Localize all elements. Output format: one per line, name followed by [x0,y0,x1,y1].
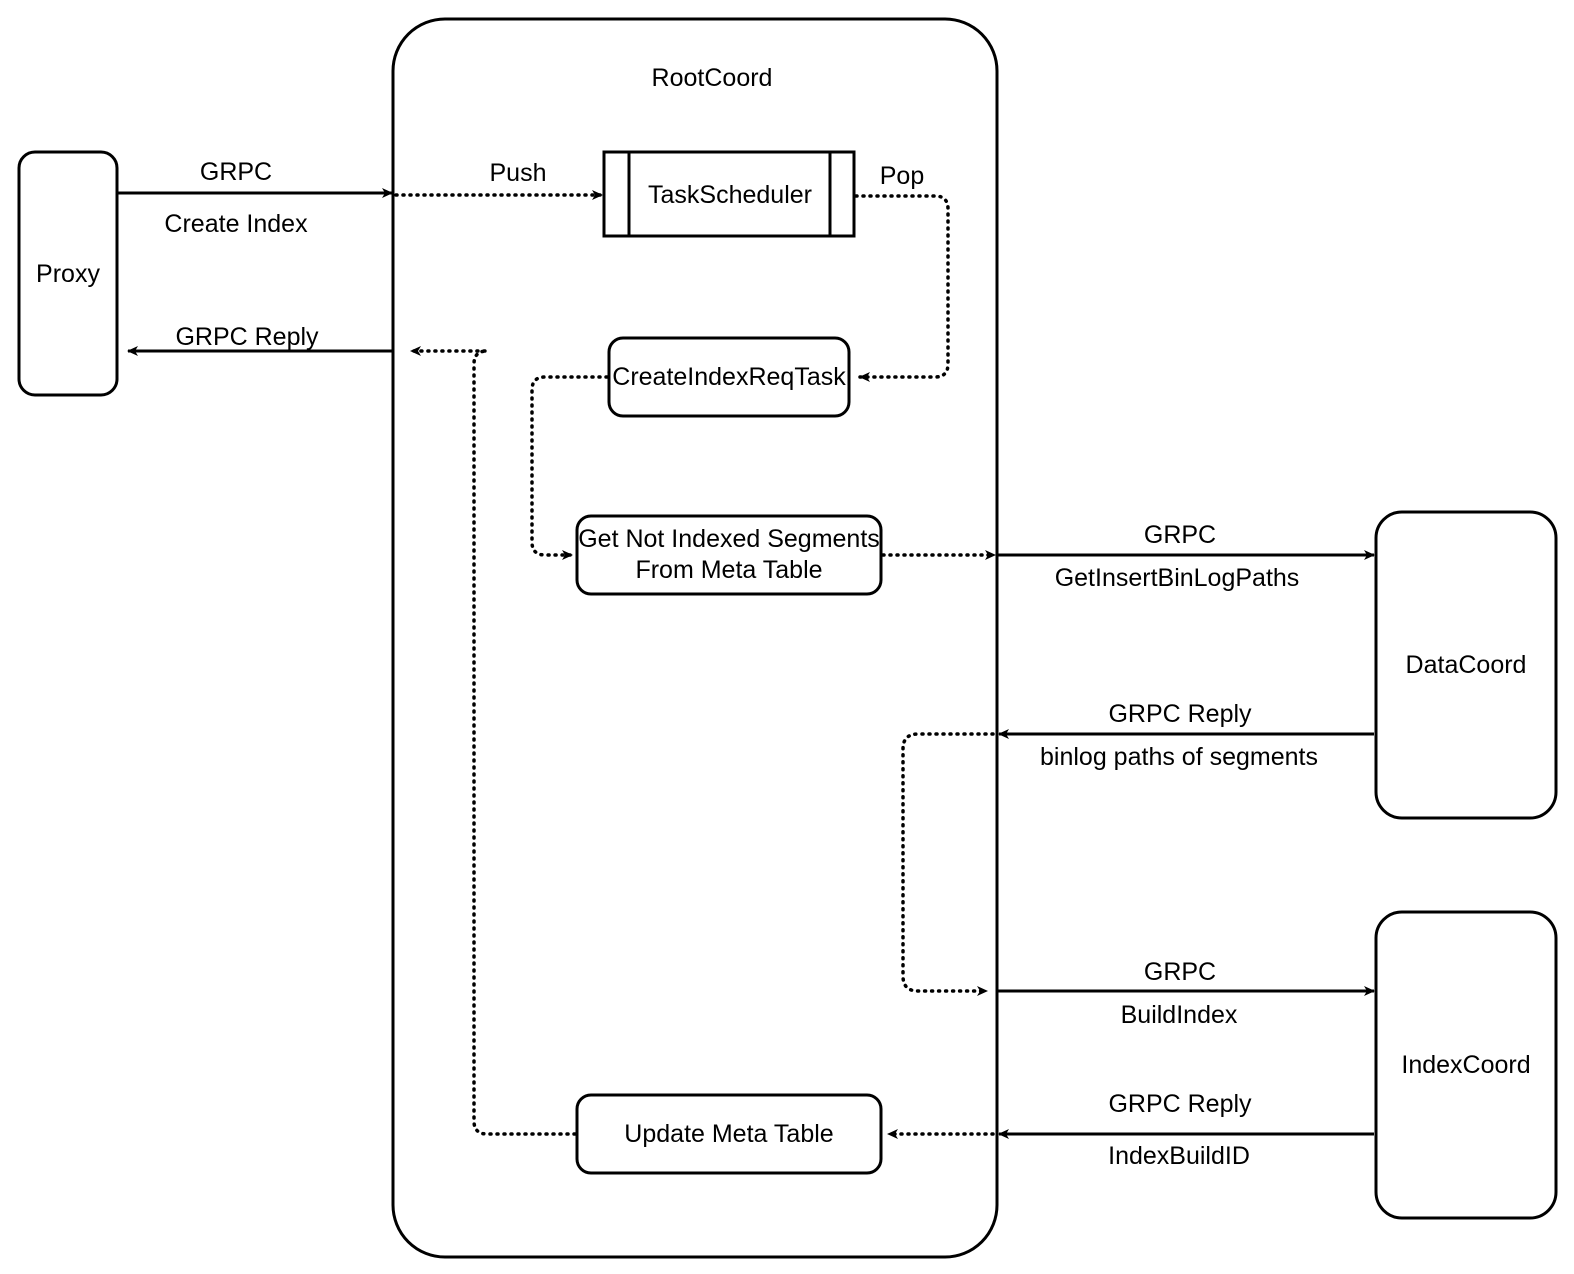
create-index-req-task-node[interactable] [607,336,851,418]
get-not-indexed-segments-node[interactable] [575,514,883,596]
rootcoord-container [391,17,999,1259]
datacoord-node[interactable] [1374,510,1558,820]
edge-binlog-reply-to-buildindex [901,732,995,996]
edge-pop-to-create-index-req-task [854,194,950,382]
task-scheduler-node[interactable] [602,150,856,238]
edge-update-meta-table-to-grpc-reply [409,346,577,1136]
update-meta-table-node[interactable] [575,1093,883,1175]
edge-create-task-to-get-segments [530,375,609,560]
indexcoord-node[interactable] [1374,910,1558,1220]
proxy-node[interactable] [17,150,119,397]
